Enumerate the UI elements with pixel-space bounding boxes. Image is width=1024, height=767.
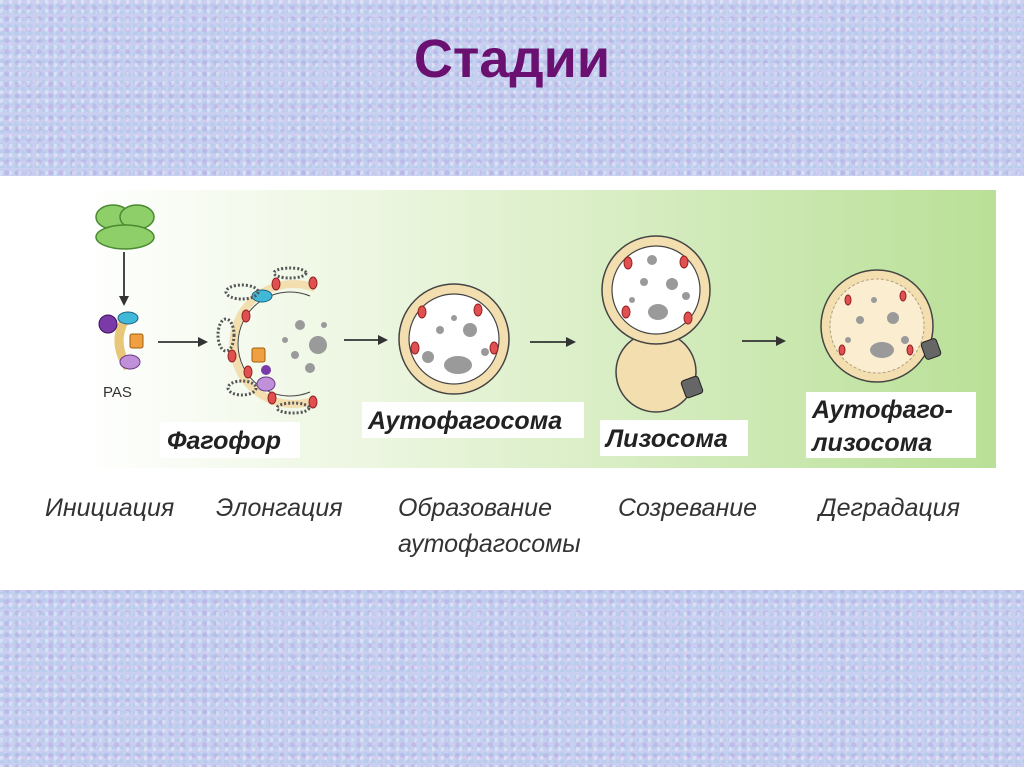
autolysosome <box>820 269 942 383</box>
autophagosome-label-box <box>362 402 584 438</box>
stage-maturation: Созревание <box>618 494 758 522</box>
autophagosome-label: Аутофагосома <box>367 407 562 435</box>
pas-label: PAS <box>103 384 132 401</box>
autolysosome-label-box <box>806 392 976 458</box>
lysosome-label: Лизосома <box>604 425 728 453</box>
stage-degradation: Деградация <box>819 494 960 522</box>
phagophore-label: Фагофор <box>167 427 281 455</box>
slide-title: Стадии <box>413 29 611 89</box>
autolysosome-label-line1: Аутофаго- <box>811 396 953 424</box>
pas-structure <box>98 311 144 371</box>
lysosome-label-box <box>600 420 748 456</box>
phagophore-label-box <box>160 422 300 458</box>
maturation-stage <box>601 235 711 413</box>
stage-elongation: Элонгация <box>216 494 343 522</box>
autophagosome <box>398 283 510 395</box>
stage-initiation: Инициация <box>45 494 175 522</box>
stage-formation-line2: аутофагосомы <box>398 530 581 558</box>
autolysosome-label-line2: лизосома <box>811 429 932 457</box>
initiation-complex <box>95 204 155 250</box>
stage-formation-line1: Образование <box>398 494 552 522</box>
phagophore <box>216 266 327 415</box>
